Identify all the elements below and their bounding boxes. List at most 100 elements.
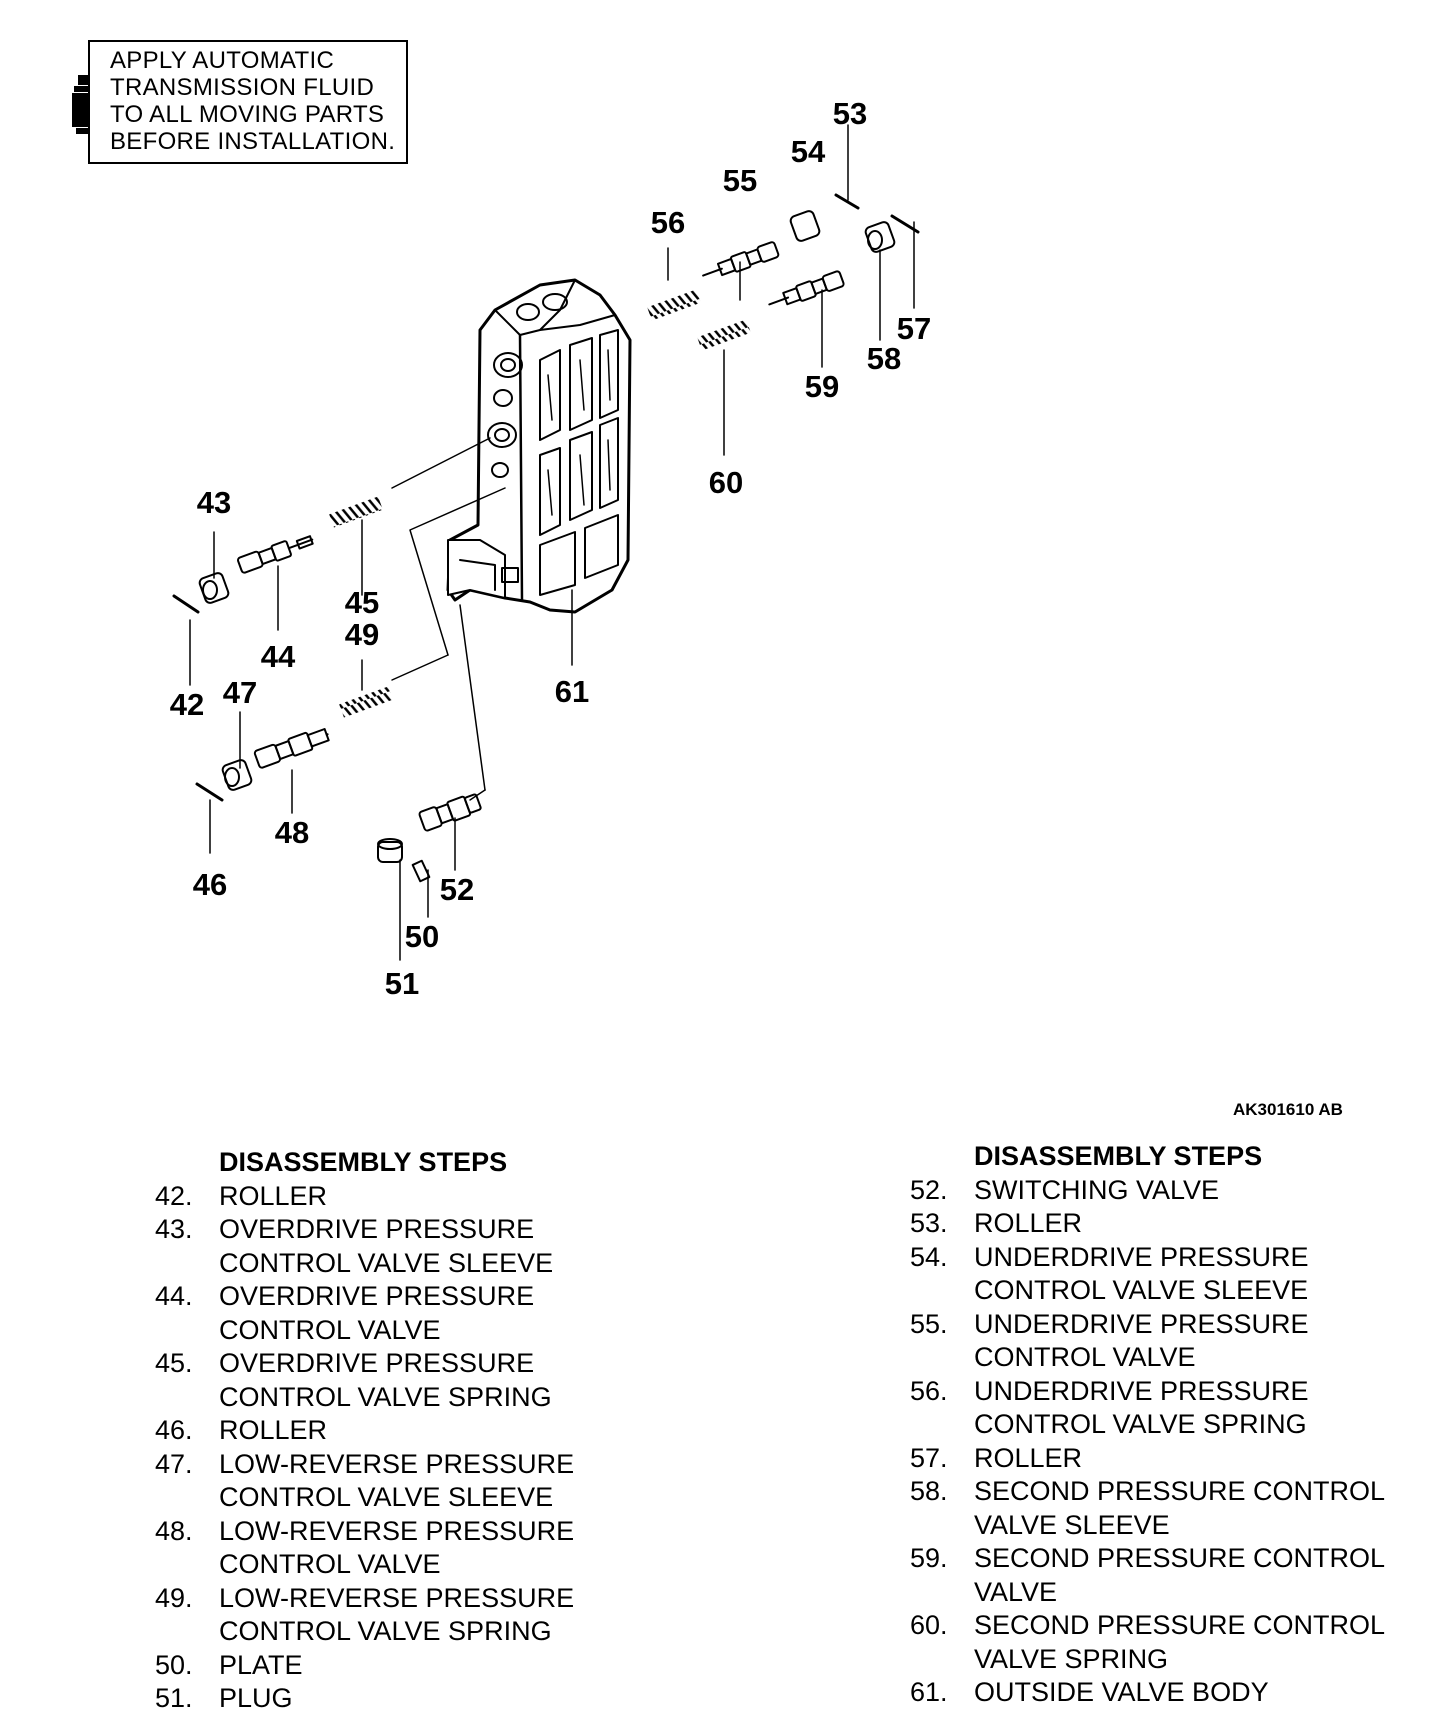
- step-number: 51.: [155, 1683, 193, 1713]
- step-item: 57. ROLLER: [910, 1442, 1394, 1476]
- step-text: OVERDRIVE PRESSURE: [219, 1214, 535, 1244]
- step-number: 60.: [910, 1610, 948, 1640]
- callout-56: 56: [650, 205, 686, 240]
- step-text: CONTROL VALVE: [219, 1549, 441, 1579]
- step-text: SECOND PRESSURE CONTROL: [974, 1543, 1386, 1573]
- callout-53: 53: [832, 96, 868, 131]
- step-text: LOW-REVERSE PRESSURE: [219, 1582, 575, 1613]
- step-text: ROLLER: [974, 1442, 1083, 1473]
- callout-54: 54: [790, 134, 826, 169]
- step-number: 49.: [155, 1582, 193, 1613]
- step-text: UNDERDRIVE PRESSURE: [974, 1241, 1309, 1272]
- spring-45: [329, 496, 383, 528]
- callout-43: 43: [196, 485, 232, 520]
- callout-49: 49: [344, 617, 380, 652]
- step-text: UNDERDRIVE PRESSURE: [974, 1375, 1309, 1406]
- step-number: 56.: [910, 1375, 948, 1406]
- callout-61: 61: [554, 674, 590, 709]
- callout-57: 57: [896, 311, 932, 346]
- small-parts: [172, 193, 920, 883]
- step-number: 55.: [910, 1308, 948, 1339]
- step-text: SECOND PRESSURE CONTROL: [974, 1610, 1386, 1640]
- step-number: 52.: [910, 1174, 948, 1205]
- note-line: TO ALL MOVING PARTS: [110, 101, 385, 128]
- callout-55: 55: [722, 163, 758, 198]
- step-text: OVERDRIVE PRESSURE: [219, 1281, 535, 1311]
- note-line: TRANSMISSION FLUID: [110, 74, 375, 101]
- step-text: UNDERDRIVE PRESSURE: [974, 1308, 1309, 1339]
- step-text: LOW-REVERSE PRESSURE: [219, 1515, 575, 1546]
- steps-list-left: DISASSEMBLY STEPS 42. ROLLER 43. OVERDRIVE…: [155, 1146, 639, 1716]
- step-text: SECOND PRESSURE CONTROL: [974, 1476, 1386, 1506]
- note-line: BEFORE INSTALLATION.: [110, 128, 396, 155]
- step-text: CONTROL VALVE: [974, 1342, 1196, 1372]
- step-item: 50.PLATE: [155, 1649, 639, 1683]
- step-number: 47.: [155, 1448, 193, 1479]
- step-text: VALVE: [974, 1576, 1058, 1607]
- step-text: LOW-REVERSE PRESSURE: [219, 1448, 575, 1479]
- callout-46: 46: [192, 867, 228, 902]
- spring-56: [647, 289, 701, 321]
- steps-heading: DISASSEMBLY STEPS: [974, 1141, 1263, 1171]
- step-number: 57.: [910, 1442, 948, 1473]
- step-text: CONTROL VALVE SLEEVE: [219, 1247, 554, 1278]
- callout-48: 48: [274, 815, 310, 850]
- callout-50: 50: [404, 919, 440, 954]
- steps-heading: DISASSEMBLY STEPS: [219, 1147, 508, 1177]
- step-number: 43.: [155, 1214, 193, 1244]
- callout-52: 52: [439, 872, 475, 907]
- valves: [237, 241, 845, 832]
- step-item: 61. OUTSIDE VALVE BODY: [910, 1676, 1394, 1710]
- figure-id: AK301610 AB: [1233, 1100, 1343, 1119]
- step-number: 53.: [910, 1208, 948, 1238]
- step-text: SWITCHING VALVE: [974, 1174, 1220, 1205]
- callout-47: 47: [222, 675, 258, 710]
- note-box: APPLY AUTOMATIC TRANSMISSION FLUID TO AL…: [88, 40, 408, 164]
- steps-list-right: DISASSEMBLY STEPS 52. SWITCHING VALVE 53.…: [910, 1140, 1394, 1710]
- step-text: PLUG: [219, 1683, 293, 1713]
- step-item: 46. ROLLER: [155, 1414, 639, 1448]
- step-number: 58.: [910, 1476, 948, 1506]
- step-text: ROLLER: [219, 1415, 328, 1445]
- step-text: ROLLER: [219, 1180, 328, 1211]
- step-text: CONTROL VALVE SLEEVE: [219, 1482, 554, 1512]
- step-text: VALVE SLEEVE: [974, 1509, 1170, 1540]
- step-number: 42.: [155, 1180, 193, 1211]
- step-item: 53. ROLLER: [910, 1207, 1394, 1241]
- callout-60: 60: [708, 465, 744, 500]
- step-number: 59.: [910, 1543, 948, 1573]
- step-number: 46.: [155, 1415, 193, 1445]
- spring-49: [339, 686, 393, 718]
- step-text: CONTROL VALVE SLEEVE: [974, 1275, 1309, 1305]
- step-number: 45.: [155, 1348, 193, 1378]
- callout-44: 44: [260, 639, 296, 674]
- step-number: 48.: [155, 1515, 193, 1546]
- step-text: ROLLER: [974, 1208, 1083, 1238]
- step-text: CONTROL VALVE: [219, 1314, 441, 1345]
- step-text: CONTROL VALVE SPRING: [219, 1381, 552, 1412]
- step-text: VALVE SPRING: [974, 1643, 1169, 1674]
- step-text: PLATE: [219, 1649, 303, 1680]
- step-item: 52. SWITCHING VALVE: [910, 1174, 1394, 1208]
- callout-42: 42: [169, 687, 205, 722]
- step-text: CONTROL VALVE SPRING: [974, 1409, 1307, 1439]
- step-number: 61.: [910, 1677, 948, 1707]
- step-text: OUTSIDE VALVE BODY: [974, 1677, 1269, 1707]
- spring-60: [697, 319, 751, 351]
- callout-58: 58: [866, 341, 902, 376]
- outside-valve-body: [446, 278, 632, 614]
- callout-51: 51: [384, 966, 420, 1001]
- callout-59: 59: [804, 369, 840, 404]
- springs: [329, 289, 751, 718]
